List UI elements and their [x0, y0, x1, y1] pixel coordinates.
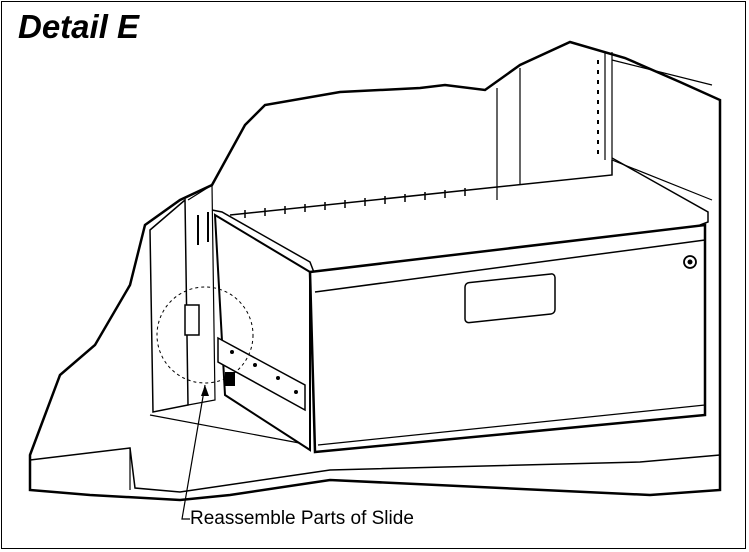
callout-label: Reassemble Parts of Slide	[190, 508, 414, 529]
right-side-panel	[612, 60, 712, 200]
drawer-front-bottom-fold	[318, 405, 705, 445]
left-inner-panel	[150, 200, 188, 412]
drawer-left-side	[215, 215, 310, 450]
left-inner-panel-depth	[188, 185, 215, 405]
drawer-front	[310, 225, 705, 452]
rear-upright	[497, 52, 612, 200]
drawer-front-top-fold	[315, 240, 705, 292]
drawer-handle-recess	[465, 274, 555, 323]
drawer-slide-rail	[218, 338, 305, 410]
callout-circle	[157, 287, 253, 383]
slide-rail-holes	[230, 350, 298, 394]
rear-upright-slots	[597, 60, 599, 154]
cabinet-base-band	[30, 448, 720, 492]
drawer-right-lip	[612, 158, 708, 225]
slide-bracket	[185, 305, 199, 335]
leader-line	[182, 385, 205, 519]
cabinet-break-outline	[30, 42, 720, 500]
drawer-tray-tabs	[245, 188, 465, 218]
left-panel-slots	[198, 212, 208, 245]
cabinet-floor-line	[150, 415, 310, 445]
drawer-tray-back	[230, 160, 612, 215]
figure-title: Detail E	[18, 8, 140, 45]
